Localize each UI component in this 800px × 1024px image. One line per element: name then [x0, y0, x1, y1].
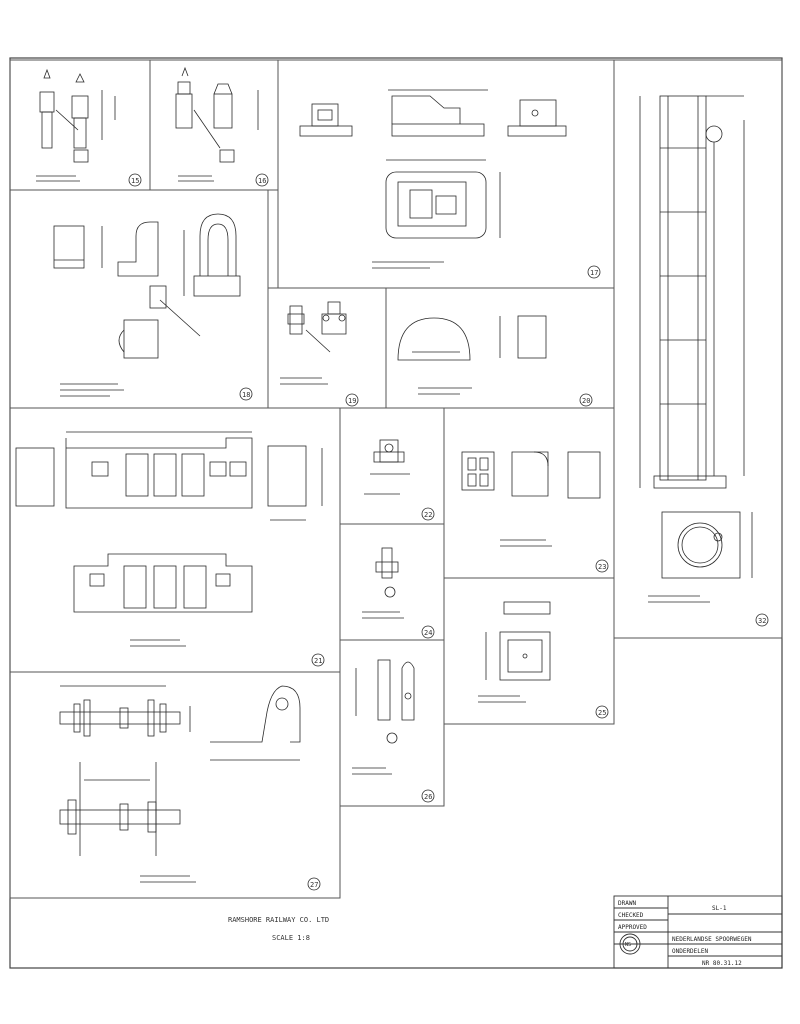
panel-20-drawing — [397, 315, 593, 407]
panel-17 — [277, 59, 615, 289]
panel-number-16: 16 — [258, 177, 266, 185]
panel-number-24: 24 — [424, 629, 432, 637]
panel-24-drawing — [362, 547, 435, 639]
title-block-text: DRAWN CHECKED APPROVED NEDERLANDSE SPOOR… — [618, 900, 752, 967]
panel-22 — [339, 407, 445, 525]
title-seal: NS — [625, 942, 631, 948]
drawing-caption-line1: RAMSHORE RAILWAY CO. LTD — [228, 916, 329, 924]
panel-23-drawing — [461, 451, 609, 573]
title-right-parts: ONDERDELEN — [672, 948, 709, 955]
title-row-approved: APPROVED — [618, 924, 647, 931]
panel-number-23: 23 — [598, 563, 606, 571]
panel-27-drawing — [59, 685, 321, 891]
panel-15-drawing — [36, 68, 142, 187]
panel-grid — [9, 59, 783, 899]
title-block — [613, 895, 783, 969]
panel-number-15: 15 — [131, 177, 139, 185]
panel-number-25: 25 — [598, 709, 606, 717]
panel-18-drawing — [53, 213, 253, 401]
panel-number-21: 21 — [314, 657, 322, 665]
sheet-frame — [9, 57, 783, 969]
panel-15 — [9, 59, 151, 191]
panel-number-27: 27 — [310, 881, 318, 889]
title-right-code: SL-1 — [712, 905, 727, 912]
panel-19 — [267, 287, 387, 409]
title-right-number: NR 80.31.12 — [702, 960, 742, 967]
panel-17-drawing — [299, 89, 601, 279]
panel-26 — [339, 639, 445, 807]
panel-number-26: 26 — [424, 793, 432, 801]
title-right-org: NEDERLANDSE SPOORWEGEN — [672, 936, 752, 943]
panel-number-17: 17 — [590, 269, 598, 277]
panel-25-drawing — [478, 601, 609, 719]
drawing-caption-line2: SCALE 1:8 — [272, 934, 310, 942]
panel-18 — [9, 189, 269, 409]
panel-21-drawing — [15, 431, 325, 667]
title-row-drawn: DRAWN — [618, 900, 636, 907]
panel-27 — [9, 671, 341, 899]
panel-numbers: 15 16 17 18 19 20 21 22 23 24 25 26 27 3… — [131, 177, 766, 889]
panel-number-20: 20 — [582, 397, 590, 405]
title-row-checked: CHECKED — [618, 912, 644, 919]
panel-number-18: 18 — [242, 391, 250, 399]
panel-16-drawing — [175, 66, 269, 187]
panel-number-32: 32 — [758, 617, 766, 625]
panel-26-drawing — [352, 659, 435, 803]
panel-25 — [443, 577, 615, 725]
panel-23 — [443, 407, 615, 579]
panel-22-drawing — [364, 439, 435, 521]
panel-number-22: 22 — [424, 511, 432, 519]
panel-number-19: 19 — [348, 397, 356, 405]
panel-19-drawing — [280, 301, 359, 407]
panel-32-drawing — [639, 95, 769, 627]
panel-24 — [339, 523, 445, 641]
